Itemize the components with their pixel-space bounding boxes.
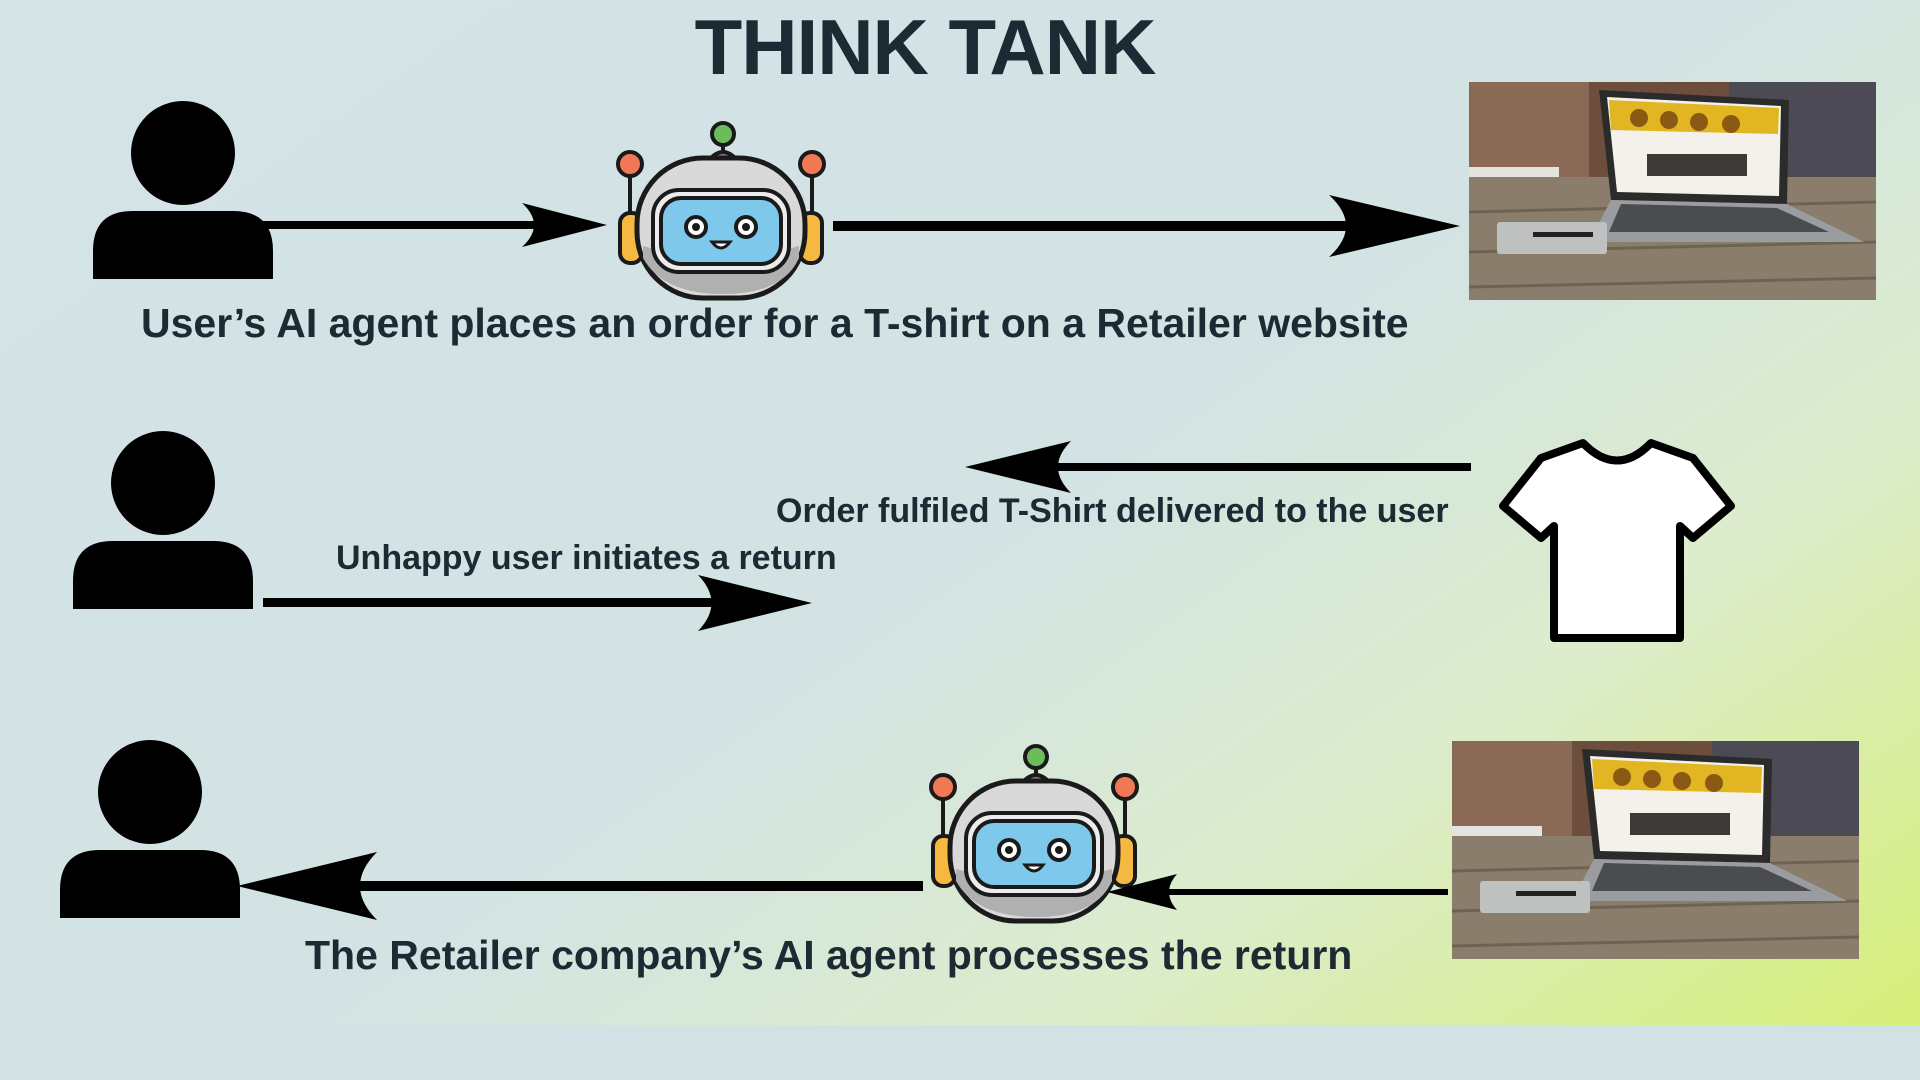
robot-agent-icon [929,744,1139,924]
caption-return-initiated: Unhappy user initiates a return [336,539,837,577]
user-icon [60,740,240,918]
laptop-photo-art [1469,82,1876,300]
bottom-band [0,1025,1920,1080]
caption-return-processed: The Retailer company’s AI agent processe… [305,932,1353,978]
laptop-website-photo [1452,741,1859,959]
arrow-agent-to-retailer [833,195,1460,257]
arrow-delivery-to-user [965,441,1471,493]
user-icon [93,101,273,279]
tshirt-icon [1499,439,1735,642]
arrow-user-return [263,575,812,631]
arrow-user-to-agent [250,203,607,247]
laptop-photo-art [1452,741,1859,959]
arrow-agent-to-user [237,852,923,920]
arrow-retailer-to-agent [1107,874,1448,910]
robot-agent-icon [616,121,826,301]
caption-order-placed: User’s AI agent places an order for a T-… [141,300,1409,346]
laptop-website-photo [1469,82,1876,300]
user-icon [73,431,253,609]
diagram-title: THINK TANK [694,3,1157,91]
caption-tshirt-delivered: Order fulfiled T-Shirt delivered to the … [776,492,1449,530]
